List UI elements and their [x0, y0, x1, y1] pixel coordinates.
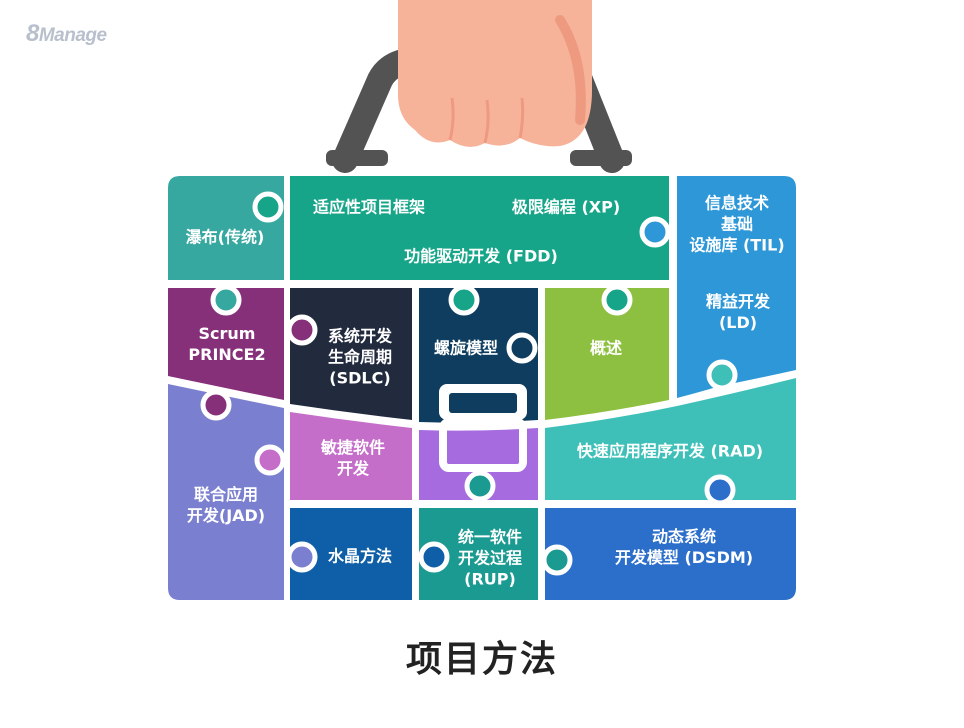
label-xp: 极限编程 (XP): [511, 197, 621, 217]
label-sdlc: 系统开发生命周期(SDLC): [327, 326, 393, 388]
label-crystal: 水晶方法: [327, 546, 393, 566]
page-title: 项目方法: [405, 639, 558, 680]
label-dsdm: 动态系统开发模型 (DSDM): [614, 527, 754, 567]
label-fdd: 功能驱动开发 (FDD): [404, 246, 558, 266]
briefcase-latch: [439, 384, 527, 472]
label-jad: 联合应用开发(JAD): [186, 485, 266, 525]
label-rad: 快速应用程序开发 (RAD): [576, 441, 764, 461]
piece-rup: [419, 508, 538, 600]
piece-rad: [545, 378, 796, 500]
piece-crystal: [290, 508, 412, 600]
label-spiral: 螺旋模型: [433, 338, 499, 358]
brand-logo: 8Manage: [26, 20, 107, 47]
piece-framework: [290, 176, 669, 280]
label-overview: 概述: [589, 338, 623, 358]
piece-itil: [677, 176, 796, 398]
label-itil: 信息技术基础设施库 (TIL): [689, 193, 785, 255]
label-agile: 敏捷软件开发: [320, 438, 386, 478]
piece-scrum: [168, 288, 284, 400]
piece-sdlc: [290, 288, 412, 420]
piece-overview: [545, 288, 669, 420]
puzzle-knobs: [200, 191, 738, 576]
piece-jad: [168, 384, 284, 600]
piece-agile: [290, 412, 412, 500]
label-waterfall: 瀑布(传统): [185, 227, 265, 247]
label-adaptive-framework: 适应性项目框架: [312, 197, 426, 217]
piece-dsdm: [545, 508, 796, 600]
label-lean: 精益开发(LD): [705, 292, 771, 332]
label-rup: 统一软件开发过程(RUP): [457, 527, 523, 589]
hand-illustration: [398, 0, 592, 147]
